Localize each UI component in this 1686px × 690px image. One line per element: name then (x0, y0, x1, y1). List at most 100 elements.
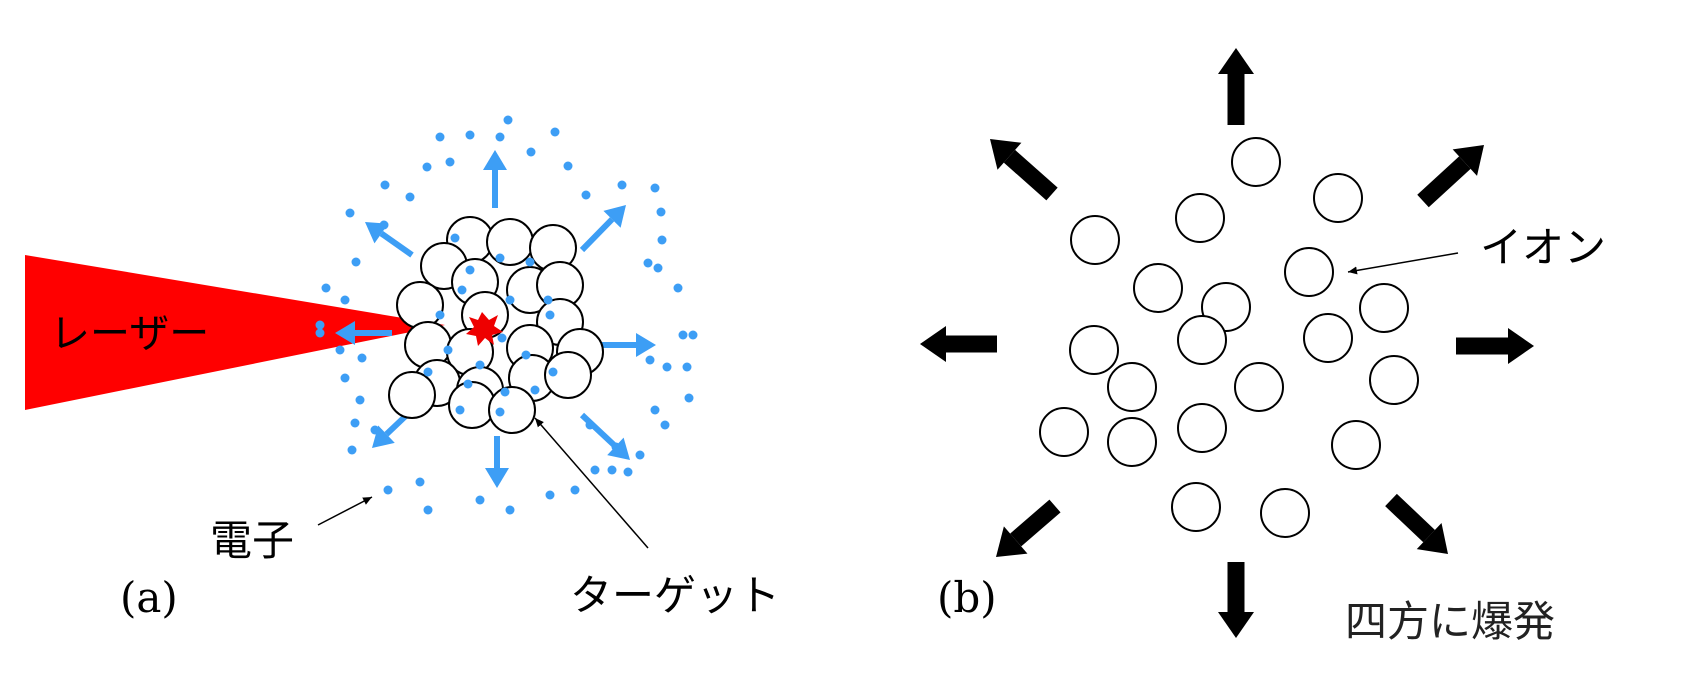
ion-circle (1313, 173, 1363, 223)
electron-dot (505, 505, 515, 515)
ion-circle (1177, 403, 1227, 453)
electron-dot (495, 132, 505, 142)
ion-circle (1069, 325, 1119, 375)
atom-circle (388, 371, 436, 419)
cluster-electron-dot (548, 367, 558, 377)
electron-arrow (600, 333, 656, 357)
explosion-arrow (990, 139, 1058, 201)
ion-circle (1039, 407, 1089, 457)
electron-arrow (365, 222, 414, 258)
electron-dot (656, 207, 666, 217)
electron-dot (653, 263, 663, 273)
cluster-electron-dot (435, 310, 445, 320)
cluster-electron-dot (465, 265, 475, 275)
cluster-electron-dot (525, 257, 535, 267)
laser-focus-hotspot (466, 312, 503, 346)
cluster-electron-dot (475, 360, 485, 370)
ion-circle (1171, 482, 1221, 532)
cluster-electron-dot (505, 295, 515, 305)
electron-dot (345, 208, 355, 218)
electron-arrow (485, 436, 509, 488)
electron-dot (347, 445, 357, 455)
panel-a: レーザー 電子 ターゲット (a) (25, 115, 780, 622)
ion-circle (1107, 417, 1157, 467)
explosion-arrows (920, 48, 1534, 638)
electron-dot (315, 320, 325, 330)
ion-circle (1359, 283, 1409, 333)
electron-dot (645, 355, 655, 365)
cluster-electron-dot (495, 253, 505, 263)
ion-circle (1331, 420, 1381, 470)
explosion-arrow (1417, 145, 1484, 208)
electron-dot (581, 190, 591, 200)
electron-dot (688, 330, 698, 340)
electron-dot (563, 161, 573, 171)
electron-dot (545, 490, 555, 500)
electron-dot (445, 157, 455, 167)
cluster-electron-dot (497, 333, 507, 343)
ion-circle (1369, 355, 1419, 405)
electron-dot (357, 353, 367, 363)
cluster-electron-dot (423, 367, 433, 377)
electron-dot (590, 465, 600, 475)
ion-pointer-line (1347, 252, 1459, 275)
laser-label: レーザー (50, 311, 209, 357)
cluster-electron-dot (463, 379, 473, 389)
atom-circle (486, 218, 534, 266)
electron-dot (435, 132, 445, 142)
explosion-arrow (1218, 48, 1254, 125)
electron-dot (355, 395, 365, 405)
electron-dot (550, 127, 560, 137)
electron-dot (607, 465, 617, 475)
ion-cluster (1039, 137, 1419, 538)
panel-b: イオン 四方に爆発 (b) (920, 48, 1606, 646)
ion-circle (1234, 362, 1284, 412)
target-cluster (388, 216, 604, 434)
electron-arrow (483, 150, 507, 208)
electron-pointer-line (317, 496, 373, 526)
cluster-electron-dot (457, 285, 467, 295)
atom-circle (544, 351, 592, 399)
electron-label: 電子 (210, 516, 294, 565)
electron-dot (350, 418, 360, 428)
electron-dot (635, 450, 645, 460)
electron-dot (643, 258, 653, 268)
electron-dot (503, 115, 513, 125)
cluster-electron-dot (455, 405, 465, 415)
ion-circle (1260, 488, 1310, 538)
ion-label: イオン (1480, 223, 1606, 272)
cluster-electron-dot (450, 233, 460, 243)
electron-dot (335, 345, 345, 355)
explosion-arrow (1218, 562, 1254, 638)
cluster-electron-dot (545, 310, 555, 320)
ion-circle (1231, 137, 1281, 187)
electron-dot (570, 485, 580, 495)
electron-dot (682, 362, 692, 372)
ion-circle (1284, 247, 1334, 297)
electron-dot (340, 295, 350, 305)
cluster-electron-dot (443, 345, 453, 355)
explosion-arrow (1456, 328, 1534, 364)
cluster-electron-dot (495, 407, 505, 417)
electron-arrow (335, 321, 392, 345)
electron-dot (684, 393, 694, 403)
cluster-electron-dot (500, 387, 510, 397)
electron-dot (660, 420, 670, 430)
ion-circle (1175, 193, 1225, 243)
atom-circle (396, 281, 444, 329)
explosion-arrow (996, 499, 1061, 557)
atom-circle (448, 381, 496, 429)
ion-circle (1070, 215, 1120, 265)
electron-dot (422, 162, 432, 172)
panel-b-label: (b) (937, 573, 997, 622)
explosion-label: 四方に爆発 (1345, 597, 1555, 646)
electron-dot (340, 373, 350, 383)
electron-dot (657, 235, 667, 245)
electron-dot (673, 283, 683, 293)
electron-dot (526, 147, 536, 157)
cluster-electron-dot (521, 350, 531, 360)
ion-circle (1303, 313, 1353, 363)
electron-dot (415, 477, 425, 487)
electron-dot (617, 180, 627, 190)
electron-dot (678, 330, 688, 340)
